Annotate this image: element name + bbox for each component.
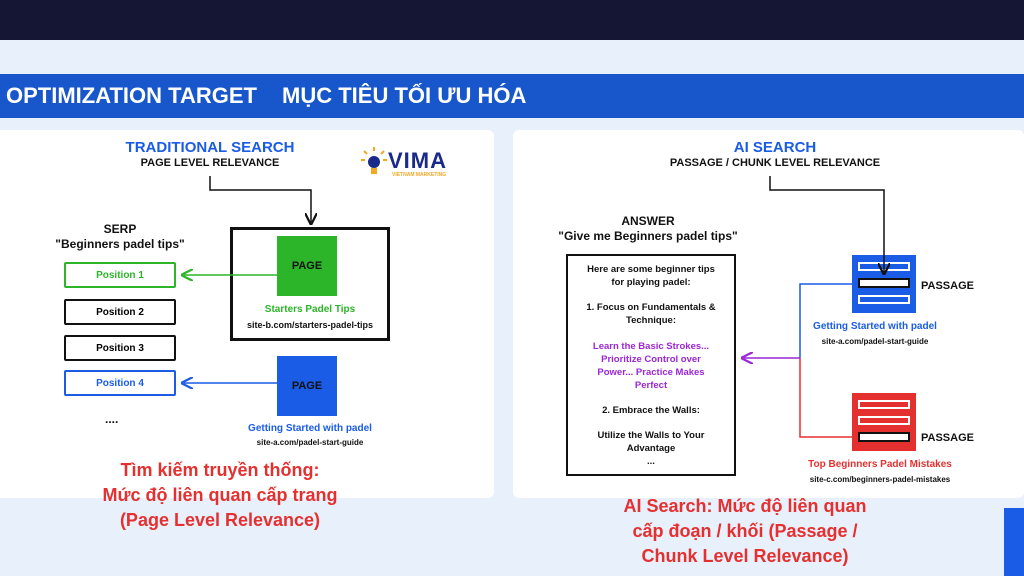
logo-tagline: VIETNAM MARKETING (392, 172, 447, 178)
page-blue-url: site-a.com/padel-start-guide (256, 438, 364, 447)
connector-blue-passage (799, 283, 852, 358)
answer-point-1: 1. Focus on Fundamentals &Technique: (586, 302, 716, 326)
answer-point-2: 2. Embrace the Walls: (602, 405, 700, 416)
passage-red-label: PASSAGE (921, 432, 974, 444)
passage-blue-line-3 (858, 295, 910, 304)
arrow-subtitle-to-page (209, 176, 311, 222)
passage-red-line-2 (858, 416, 910, 425)
header-title-left: OPTIMIZATION TARGET (6, 83, 257, 108)
passage-blue-name: Getting Started with padel (813, 321, 937, 332)
page-blue-name: Getting Started with padel (248, 423, 372, 434)
answer-highlight: Learn the Basic Strokes...Prioritize Con… (592, 341, 710, 391)
serp-position-1[interactable]: Position 1 (64, 262, 176, 288)
serp-label: SERP (103, 222, 137, 236)
passage-red-name: Top Beginners Padel Mistakes (808, 459, 952, 470)
answer-box (566, 254, 736, 476)
page-green-block[interactable]: PAGE (277, 236, 337, 296)
passage-red-line-1 (858, 400, 910, 409)
header-title-right: MỤC TIÊU TỐI ƯU HÓA (282, 83, 527, 108)
corner-accent (1004, 508, 1024, 576)
arrow-subtitle-to-passage (769, 176, 884, 272)
page-blue-label: PAGE (291, 380, 323, 392)
traditional-title: TRADITIONAL SEARCH (125, 139, 295, 156)
answer-more: ... (647, 456, 655, 467)
ai-caption: AI Search: Mức độ liên quan cấp đoạn / k… (623, 496, 867, 566)
page-green-url: site-b.com/starters-padel-tips (246, 320, 374, 330)
passage-blue-label: PASSAGE (921, 280, 974, 292)
answer-query: "Give me Beginners padel tips" (558, 229, 738, 243)
answer-label: ANSWER (621, 214, 675, 228)
serp-position-3[interactable]: Position 3 (64, 335, 176, 361)
ai-panel (513, 130, 1024, 498)
serp-query: "Beginners padel tips" (55, 237, 185, 251)
logo-text: VIMA (388, 148, 447, 173)
passage-red-url: site-c.com/beginners-padel-mistakes (809, 475, 951, 484)
page-blue-block[interactable]: PAGE (277, 356, 337, 416)
traditional-subtitle: PAGE LEVEL RELEVANCE (140, 157, 280, 169)
connector-red-passage (799, 358, 852, 438)
passage-blue-url: site-a.com/padel-start-guide (821, 337, 929, 346)
ai-subtitle: PASSAGE / CHUNK LEVEL RELEVANCE (669, 157, 881, 169)
vima-logo: VIMA VIETNAM MARKETING (360, 146, 460, 182)
serp-position-2[interactable]: Position 2 (64, 299, 176, 325)
page-green-name: Starters Padel Tips (264, 304, 356, 315)
bulb-icon (361, 147, 387, 174)
top-bar (0, 0, 1024, 40)
page-green-label: PAGE (291, 260, 323, 272)
passage-blue-line-highlight (858, 278, 910, 288)
ai-title: AI SEARCH (733, 139, 817, 156)
header-bar: OPTIMIZATION TARGET MỤC TIÊU TỐI ƯU HÓA (0, 74, 1024, 118)
serp-ellipsis: .... (105, 412, 119, 426)
traditional-caption: Tìm kiếm truyền thống: Mức độ liên quan … (102, 460, 338, 530)
page-frame (230, 227, 390, 341)
serp-position-4[interactable]: Position 4 (64, 370, 176, 396)
passage-red-line-highlight (858, 432, 910, 442)
